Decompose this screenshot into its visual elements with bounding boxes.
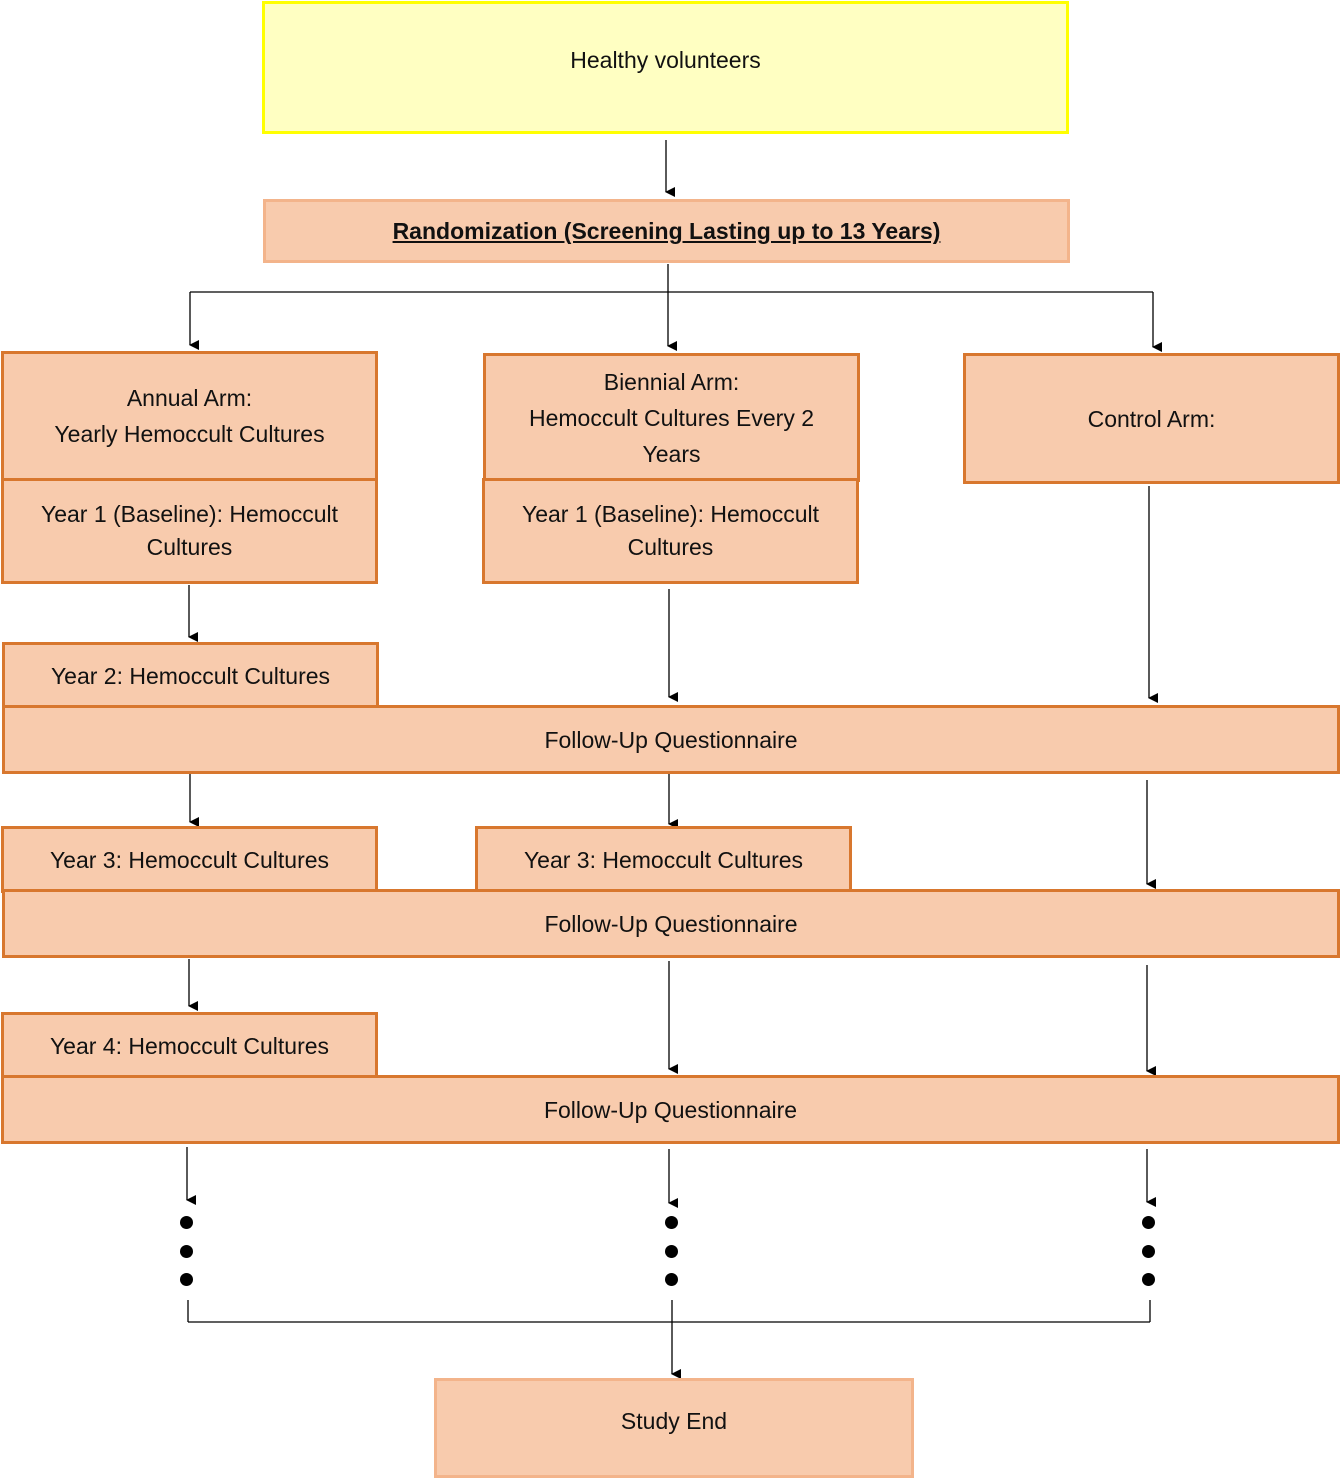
biennial-year1-box: Year 1 (Baseline): Hemoccult Cultures [482,478,859,584]
annual-arm-title: Annual Arm: Yearly Hemoccult Cultures [54,385,325,447]
annual-arm-box: Annual Arm: Yearly Hemoccult Cultures [1,351,378,481]
followup-questionnaire-2: Follow-Up Questionnaire [2,889,1340,958]
followup-questionnaire-3: Follow-Up Questionnaire [1,1075,1340,1144]
followup-questionnaire-label: Follow-Up Questionnaire [544,910,798,937]
annual-year1-box: Year 1 (Baseline): Hemoccult Cultures [1,478,378,584]
annual-year1-label: Year 1 (Baseline): Hemoccult Cultures [40,501,338,560]
study-end-label: Study End [620,1408,728,1434]
annual-year2-box: Year 2: Hemoccult Cultures [2,642,379,709]
annual-year3-label: Year 3: Hemoccult Cultures [49,846,330,873]
biennial-arm-title: Biennial Arm: Hemoccult Cultures Every 2… [528,368,815,467]
followup-questionnaire-label: Follow-Up Questionnaire [543,1096,798,1123]
annual-year4-box: Year 4: Hemoccult Cultures [1,1012,378,1079]
annual-year2-label: Year 2: Hemoccult Cultures [50,662,331,689]
annual-year4-label: Year 4: Hemoccult Cultures [49,1032,330,1059]
biennial-year3-label: Year 3: Hemoccult Cultures [523,846,804,873]
healthy-volunteers-label: Healthy volunteers [570,47,761,73]
healthy-volunteers-box: Healthy volunteers [262,1,1069,134]
randomization-label: Randomization (Screening Lasting up to 1… [392,218,941,244]
followup-questionnaire-1: Follow-Up Questionnaire [2,705,1340,774]
control-arm-box: Control Arm: [963,353,1340,484]
randomization-box: Randomization (Screening Lasting up to 1… [263,199,1070,263]
followup-questionnaire-label: Follow-Up Questionnaire [544,726,798,753]
biennial-year1-label: Year 1 (Baseline): Hemoccult Cultures [521,501,819,560]
annual-year3-box: Year 3: Hemoccult Cultures [1,826,378,893]
biennial-year3-box: Year 3: Hemoccult Cultures [475,826,852,893]
study-end-box: Study End [434,1378,914,1478]
biennial-arm-box: Biennial Arm: Hemoccult Cultures Every 2… [483,353,860,482]
control-arm-title: Control Arm: [1087,405,1216,432]
